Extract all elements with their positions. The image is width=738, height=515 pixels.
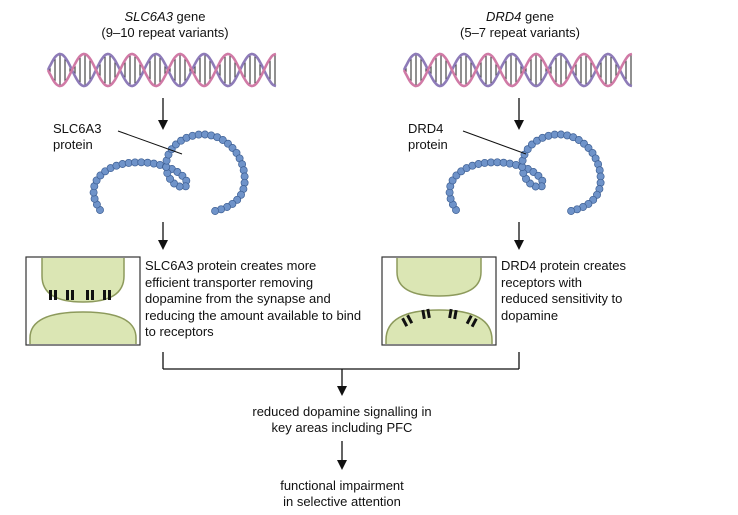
dna-helix-right-icon [402,52,633,88]
gene-title-right: DRD4 gene [425,9,615,25]
dna-strand [46,52,277,88]
dna-helix-left-icon [46,52,277,88]
protein-leader-line-left [117,130,183,155]
arrow-protein-to-synapse-right [514,222,524,250]
gene-suffix-right: gene [521,9,554,24]
protein-chain-left-icon [89,130,249,215]
protein-label-left: SLC6A3 protein [53,121,101,153]
protein-label-right-line1: DRD4 [408,121,444,136]
description-left: SLC6A3 protein creates more efficient tr… [145,258,362,339]
arrow-protein-to-synapse-left [158,222,168,250]
protein-label-left-line1: SLC6A3 [53,121,102,136]
gene-title-left: SLC6A3 gene [70,9,260,25]
arrow-to-outcome [337,386,347,396]
description-right: DRD4 protein creates receptors with redu… [501,258,626,323]
gene-name-left: SLC6A3 [124,9,173,24]
protein-bead [211,207,220,215]
outcome-line2: key areas including PFC [271,420,413,435]
gene-variants-left: (9–10 repeat variants) [101,25,229,40]
protein-label-right-line2: protein [408,137,448,152]
final-text: functional impairment in selective atten… [212,478,472,510]
dna-strand [46,52,277,88]
gene-variants-right: (5–7 repeat variants) [460,25,580,40]
final-line1: functional impairment [280,478,404,493]
synapse-receptor-right-icon [381,256,497,346]
protein-leader-line-right [462,130,527,155]
protein-label-right: DRD4 protein [408,121,448,153]
outcome-line1: reduced dopamine signalling in [252,404,432,419]
outcome-text: reduced dopamine signalling in key areas… [212,404,472,436]
protein-chain-right-icon [445,130,605,215]
dna-strand [402,52,633,88]
arrow-to-final [337,441,347,470]
gene-suffix-left: gene [172,9,206,24]
protein-bead [567,207,576,215]
protein-label-left-line2: protein [53,137,93,152]
arrow-gene-to-protein-right [514,98,524,130]
synapse-transporter-left-icon [25,256,141,346]
arrow-gene-to-protein-left [158,98,168,130]
final-line2: in selective attention [283,494,401,509]
dna-strand [402,52,633,88]
merge-connector [162,352,520,388]
gene-name-right: DRD4 [486,9,522,24]
